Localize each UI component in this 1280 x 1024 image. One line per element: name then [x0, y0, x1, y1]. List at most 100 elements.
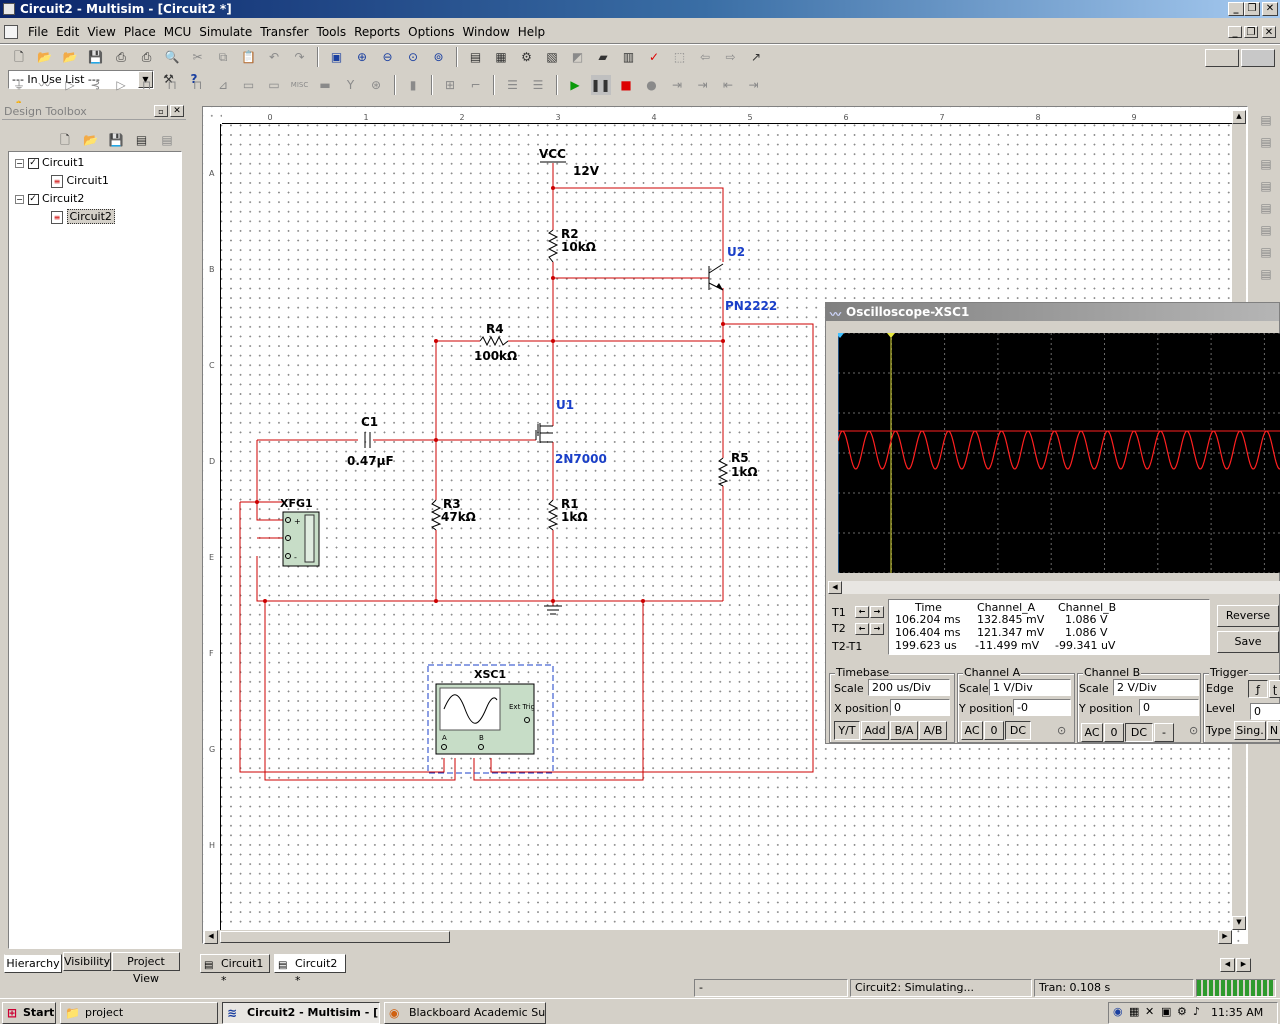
scope-horizontal-scrollbar[interactable] [842, 581, 1280, 594]
tab-project-view[interactable]: Project View [112, 952, 180, 985]
diode-icon[interactable]: ▷ [65, 78, 75, 92]
back-annotate-icon[interactable]: ⇦ [699, 50, 711, 64]
analog-icon[interactable]: ▷ [116, 78, 126, 92]
t1-left-arrow-icon[interactable]: ← [855, 606, 869, 618]
create-component-icon[interactable]: ▧ [546, 50, 558, 64]
toolbox-close-button[interactable]: ✕ [170, 105, 184, 117]
checkbox-icon[interactable]: ✓ [27, 193, 39, 205]
tab-visibility[interactable]: Visibility [63, 952, 111, 971]
open-samples-icon[interactable]: 📂 [62, 50, 78, 64]
channel-a-dc-button[interactable]: DC [1005, 721, 1031, 740]
misc-icon[interactable]: MISC [290, 81, 309, 89]
channel-b-dc-button[interactable]: DC [1125, 723, 1153, 742]
restore-button[interactable]: ❐ [1244, 2, 1260, 16]
tree-item-circuit2[interactable]: − ✓ Circuit2 [15, 192, 85, 205]
menu-reports[interactable]: Reports [354, 25, 401, 39]
zoom-out-icon[interactable]: ⊖ [382, 50, 393, 64]
postprocessor-icon[interactable]: ▥ [622, 50, 635, 64]
function-generator-icon[interactable]: ▤ [1260, 135, 1272, 149]
analog-toolbar-button[interactable] [1241, 49, 1275, 67]
r4-resistor[interactable] [479, 335, 509, 347]
single-trigger-button[interactable]: Sing. [1234, 721, 1266, 740]
menu-help[interactable]: Help [517, 25, 546, 39]
cmos-icon[interactable]: ⊓ [167, 78, 177, 92]
timebase-scale-field[interactable]: 200 us/Div [868, 679, 950, 696]
reverse-button[interactable]: Reverse [1217, 605, 1279, 627]
database-manager-icon[interactable]: ⚙ [521, 50, 532, 64]
zoom-area-icon[interactable]: ⊙ [407, 50, 419, 64]
print-icon[interactable]: ⎙ [116, 50, 126, 64]
open-icon[interactable]: 📂 [37, 50, 52, 64]
menu-place[interactable]: Place [123, 25, 156, 39]
app-icon[interactable] [3, 3, 15, 15]
channel-b-ac-button[interactable]: AC [1081, 723, 1103, 742]
virtual-toolbar-button[interactable] [1205, 49, 1239, 67]
tray-icon[interactable]: ▦ [1129, 1005, 1140, 1018]
source-icon[interactable]: ⏚ [12, 78, 25, 92]
run-to-cursor-icon[interactable]: ⇥ [748, 78, 759, 92]
mcu-icon[interactable]: ▮ [409, 78, 417, 92]
rising-edge-button[interactable]: ƒ [1248, 680, 1268, 698]
bus-icon[interactable]: ⌐ [470, 78, 481, 92]
menu-mcu[interactable]: MCU [163, 25, 192, 39]
channel-a-probe-icon[interactable]: ⊙ [1057, 724, 1067, 737]
tree-item-circuit1-sheet[interactable]: ≡ Circuit1 [51, 173, 109, 189]
delete-sheet-icon[interactable]: ▤ [161, 133, 173, 147]
tray-icon[interactable]: ◉ [1113, 1005, 1123, 1018]
menu-view[interactable]: View [87, 25, 116, 39]
ba-mode-button[interactable]: B/A [890, 721, 918, 740]
minimize-button[interactable]: _ [1228, 2, 1244, 16]
zoom-in-icon[interactable]: ⊕ [356, 50, 368, 64]
open-project-icon[interactable]: 📂 [83, 133, 98, 147]
step-into-icon[interactable]: ⇥ [671, 78, 683, 92]
start-button[interactable]: ⊞ Start [2, 1002, 56, 1024]
tab-scroll-right-icon[interactable]: ▶ [1236, 958, 1251, 972]
tray-icon[interactable]: ▣ [1161, 1005, 1172, 1018]
ttl-icon[interactable]: ⊓ [141, 78, 152, 92]
copy-icon[interactable]: ⧉ [218, 50, 228, 64]
education-website-icon[interactable]: ⚒ [163, 72, 174, 86]
multimeter-icon[interactable]: ▤ [1260, 113, 1272, 127]
basic-icon[interactable]: 〰 [38, 78, 51, 92]
doc-restore-button[interactable]: ❐ [1244, 26, 1258, 38]
tray-icon[interactable]: ⚙ [1177, 1005, 1187, 1018]
run-simulation-icon[interactable]: ▶ [570, 78, 580, 92]
power-icon[interactable]: ▭ [268, 78, 280, 92]
stop-simulation-icon[interactable]: ■ [620, 78, 632, 92]
paste-icon[interactable]: 📋 [241, 50, 256, 64]
tree-item-circuit1[interactable]: − ✓ Circuit1 [15, 156, 85, 169]
analyses-icon[interactable]: ▰ [598, 50, 608, 64]
misc-digital-icon[interactable]: ⊓ [192, 78, 203, 92]
r5-resistor[interactable] [717, 457, 729, 487]
help-icon[interactable]: ? [190, 72, 198, 86]
ab-mode-button[interactable]: A/B [919, 721, 947, 740]
word-generator-icon[interactable]: ▤ [1260, 267, 1272, 281]
channel-a-y-position-field[interactable]: -0 [1013, 699, 1071, 716]
save-button[interactable]: Save [1217, 631, 1279, 653]
indicator-icon[interactable]: ▭ [242, 78, 255, 92]
r1-resistor[interactable] [547, 499, 559, 531]
channel-a-scale-field[interactable]: 1 V/Div [989, 679, 1071, 696]
scroll-down-icon[interactable]: ▼ [1232, 916, 1246, 930]
transistor-icon[interactable]: ⊰ [90, 78, 101, 92]
scroll-right-icon[interactable]: ▶ [1218, 930, 1232, 944]
scroll-left-icon[interactable]: ◀ [828, 581, 842, 594]
normal-trigger-button[interactable]: N [1267, 721, 1280, 740]
erc-icon[interactable]: ✓ [648, 50, 660, 64]
capture-screen-icon[interactable]: ⬚ [673, 50, 686, 64]
undo-icon[interactable]: ↶ [268, 50, 280, 64]
tab-scroll-left-icon[interactable]: ◀ [1220, 958, 1235, 972]
channel-a-ac-button[interactable]: AC [961, 721, 983, 740]
scroll-up-icon[interactable]: ▲ [1232, 110, 1246, 124]
clock[interactable]: 11:35 AM [1211, 1006, 1264, 1019]
t2-right-arrow-icon[interactable]: → [870, 623, 884, 635]
collapse-icon[interactable]: − [15, 158, 24, 168]
channel-b-zero-button[interactable]: 0 [1104, 723, 1124, 742]
mixed-icon[interactable]: ⊿ [217, 78, 229, 92]
t1-right-arrow-icon[interactable]: → [870, 606, 884, 618]
in-use-list-dropdown[interactable]: --- In Use List ---▼ [8, 69, 154, 89]
r3-resistor[interactable] [430, 499, 442, 531]
workspace-horizontal-scrollbar[interactable]: ◀ ▶ [204, 930, 1232, 944]
doc-close-button[interactable]: ✕ [1262, 26, 1276, 38]
bode-plotter-icon[interactable]: ▤ [1260, 223, 1272, 237]
